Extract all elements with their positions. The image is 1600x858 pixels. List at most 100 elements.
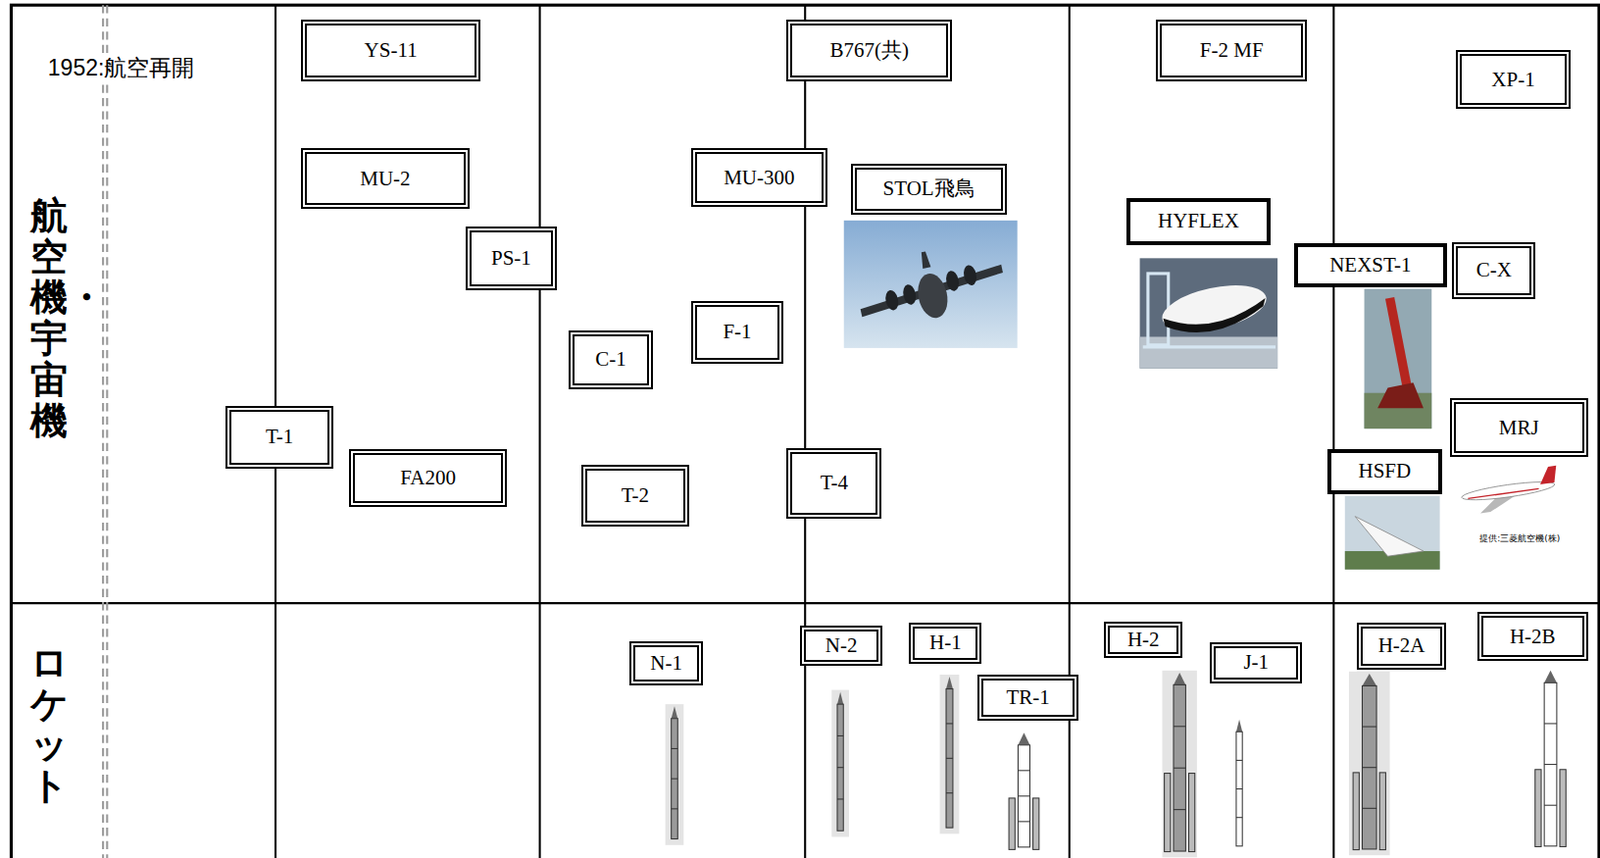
rocket-stage-line	[946, 792, 953, 794]
rocket-photo-ground	[1161, 670, 1197, 857]
node-label: MRJ	[1499, 416, 1540, 440]
rocket-nose	[837, 692, 844, 704]
mrj-plane	[1458, 465, 1561, 516]
rocket-nose	[1017, 732, 1030, 745]
rocket-booster	[1188, 773, 1195, 852]
plane-tail	[1538, 465, 1559, 485]
rocket-nose	[1361, 673, 1377, 686]
hyflex-underside	[1163, 298, 1266, 333]
rocket-box: H-2B	[1477, 611, 1588, 661]
hyflex-photo	[1140, 257, 1279, 368]
row-heading: ロケット	[30, 643, 68, 807]
rocket-stage-line	[946, 722, 953, 724]
aircraft-box: C-1	[568, 330, 653, 389]
rocket-drawing	[1349, 671, 1391, 855]
rocket-box: J-1	[1209, 642, 1302, 685]
rocket-body	[837, 703, 844, 831]
aircraft-box: MRJ	[1450, 398, 1589, 457]
aircraft-box: XP-1	[1455, 50, 1571, 109]
rocket-box: H-2A	[1356, 622, 1447, 670]
node-label: NEXST-1	[1329, 253, 1411, 277]
rocket-body	[1544, 682, 1557, 847]
period-divider	[539, 4, 542, 858]
node-label: H-2B	[1509, 625, 1556, 649]
aircraft-box: C-X	[1451, 242, 1536, 300]
rocket-box: TR-1	[977, 674, 1079, 721]
nexst-launcher	[1377, 382, 1424, 408]
rocket-stage-line	[1173, 725, 1186, 727]
period-divider	[1332, 4, 1335, 858]
hyflex-floor	[1140, 336, 1279, 368]
rocket-stage-line	[1017, 769, 1030, 771]
node-label: C-X	[1476, 258, 1512, 282]
hyflex-vehicle	[1157, 277, 1271, 340]
row-heading: 航空機・宇宙機	[30, 196, 68, 443]
rocket-stage-line	[1017, 795, 1030, 797]
period-divider	[1068, 4, 1071, 858]
rocket-nose	[1544, 670, 1557, 683]
aircraft-box: MU-2	[300, 148, 470, 209]
aircraft-box: F-1	[691, 300, 785, 363]
node-label: XP-1	[1491, 68, 1535, 92]
node-label: F-2 MF	[1200, 39, 1264, 62]
node-label: B767(共)	[830, 39, 910, 62]
rocket-stage-line	[671, 807, 679, 809]
outer-frame	[10, 4, 1600, 858]
plane-engine	[900, 283, 918, 306]
aircraft-box: FA200	[349, 449, 507, 507]
node-label: HSFD	[1358, 459, 1412, 483]
rocket-nose	[671, 705, 679, 718]
plane-fuselage	[913, 270, 951, 321]
aircraft-box: T-4	[786, 448, 882, 519]
hsfd-photo	[1345, 496, 1441, 570]
node-label: C-1	[595, 348, 627, 371]
rocket-drawing	[1008, 732, 1040, 850]
node-label: YS-11	[364, 39, 418, 62]
node-label: H-1	[929, 631, 962, 654]
node-label: N-2	[825, 634, 858, 657]
hyflex-stand	[1148, 273, 1169, 346]
rocket-stage-line	[946, 757, 953, 759]
node-label: T-2	[621, 484, 650, 507]
rocket-body	[946, 689, 953, 829]
rocket-nose	[946, 676, 953, 689]
node-label: MU-2	[359, 167, 410, 191]
aircraft-box: T-1	[225, 405, 334, 468]
rocket-nose	[1173, 672, 1186, 685]
rocket-booster	[1559, 769, 1566, 848]
rocket-booster	[1535, 769, 1542, 848]
node-label: T-4	[820, 471, 849, 495]
rocket-stage-line	[671, 778, 679, 780]
rocket-photo-ground	[940, 674, 960, 834]
node-label: H-2	[1127, 628, 1160, 651]
rocket-stage-line	[1236, 816, 1243, 818]
rocket-stage-line	[1236, 759, 1243, 761]
rocket-photo-ground	[831, 690, 850, 838]
rocket-stage-line	[1173, 767, 1186, 769]
rocket-stage-line	[837, 766, 844, 768]
node-label: FA200	[400, 466, 456, 490]
aircraft-box: B767(共)	[786, 19, 952, 82]
rocket-photo-ground	[1349, 671, 1391, 855]
rocket-drawing	[831, 690, 850, 838]
node-label: TR-1	[1005, 686, 1050, 709]
rocket-stage-line	[837, 798, 844, 800]
rocket-drawing	[1236, 719, 1243, 847]
rocket-body	[1173, 684, 1186, 851]
row-divider	[10, 601, 1600, 604]
node-label: N-1	[650, 651, 683, 675]
plane-engine	[944, 269, 961, 293]
node-label: HYFLEX	[1157, 209, 1240, 233]
plane-engine	[961, 263, 979, 287]
plane-stripe	[1467, 488, 1539, 499]
rocket-booster	[1352, 772, 1359, 850]
rocket-body	[1017, 745, 1030, 848]
timeline-dash	[105, 4, 108, 858]
node-label: STOL飛鳥	[883, 177, 976, 200]
stol-photo	[844, 220, 1018, 349]
hsfd-vehicle	[1354, 516, 1424, 557]
node-label: J-1	[1243, 650, 1269, 674]
stol-plane	[851, 236, 1010, 333]
hyflex-stand	[1143, 345, 1276, 349]
rocket-stage-line	[1361, 766, 1377, 768]
